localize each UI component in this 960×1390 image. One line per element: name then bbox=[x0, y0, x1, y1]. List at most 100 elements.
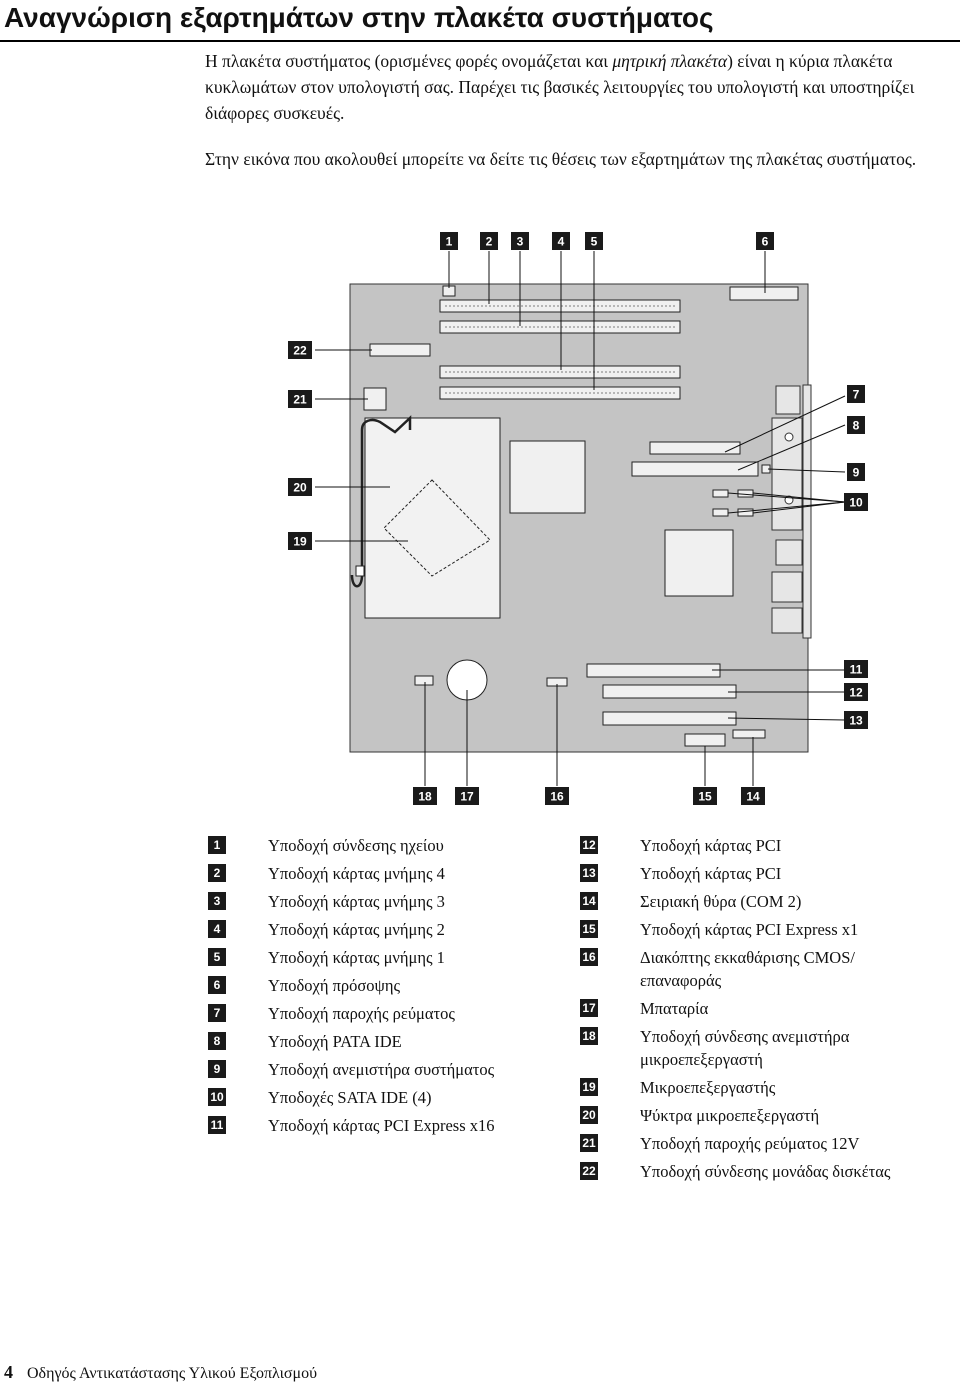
rear-port-audio bbox=[771, 607, 803, 634]
callout-badge: 19 bbox=[288, 532, 312, 550]
callout-number: 5 bbox=[591, 235, 598, 249]
legend-number-badge: 22 bbox=[580, 1162, 598, 1180]
legend-label: Υποδοχή κάρτας PCI bbox=[640, 836, 782, 855]
diskette-connector bbox=[369, 343, 431, 357]
callout-number: 4 bbox=[558, 235, 565, 249]
callout-badge: 18 bbox=[413, 787, 437, 805]
callout-number: 14 bbox=[746, 790, 760, 804]
legend-label: Υποδοχή πρόσοψης bbox=[268, 976, 401, 995]
legend-item: 17 Μπαταρία bbox=[580, 997, 910, 1020]
legend-label: Υποδοχή κάρτας μνήμης 4 bbox=[268, 864, 445, 883]
callout-number: 22 bbox=[293, 344, 307, 358]
callout-number: 20 bbox=[293, 481, 307, 495]
legend-label: Υποδοχή σύνδεσης ανεμιστήρα μικροεπεξεργ… bbox=[640, 1027, 850, 1069]
legend-label: Υποδοχή παροχής ρεύματος 12V bbox=[640, 1134, 860, 1153]
legend-label: Υποδοχή κάρτας μνήμης 1 bbox=[268, 948, 445, 967]
legend-number-badge: 2 bbox=[208, 864, 226, 882]
rear-port-power bbox=[775, 385, 801, 415]
legend-number-badge: 17 bbox=[580, 999, 598, 1017]
legend-label: Σειριακή θύρα (COM 2) bbox=[640, 892, 802, 911]
legend-label: Ψύκτρα μικροεπεξεργαστή bbox=[640, 1106, 820, 1125]
pci-slot-2 bbox=[602, 711, 737, 726]
callout-number: 21 bbox=[293, 393, 307, 407]
legend-label: Υποδοχή παροχής ρεύματος bbox=[268, 1004, 455, 1023]
legend-label: Υποδοχή κάρτας PCI Express x16 bbox=[268, 1116, 495, 1135]
intro-paragraph: Η πλακέτα συστήματος (ορισμένες φορές ον… bbox=[205, 48, 955, 126]
rear-io-strip bbox=[802, 384, 812, 639]
cpu-fan-connector bbox=[414, 675, 434, 686]
legend-number-badge: 7 bbox=[208, 1004, 226, 1022]
legend-label: Μικροεπεξεργαστής bbox=[640, 1078, 776, 1097]
title-rule bbox=[0, 40, 960, 42]
callout-number: 6 bbox=[762, 235, 769, 249]
callout-badge: 20 bbox=[288, 478, 312, 496]
callout-number: 1 bbox=[446, 235, 453, 249]
intro-text-b: ) είναι η κύρια πλακέτα κυκλωμάτων στον … bbox=[205, 51, 915, 123]
legend-label: Υποδοχή σύνδεσης μονάδας δισκέτας bbox=[640, 1162, 891, 1181]
callout-badge: 22 bbox=[288, 341, 312, 359]
legend-label: Υποδοχή σύνδεσης ηχείου bbox=[268, 836, 444, 855]
callout-number: 11 bbox=[850, 663, 863, 677]
legend-label: Μπαταρία bbox=[640, 999, 709, 1018]
figure-intro-paragraph: Στην εικόνα που ακολουθεί μπορείτε να δε… bbox=[205, 149, 917, 169]
callout-number: 17 bbox=[460, 790, 474, 804]
legend-label: Υποδοχές SATA IDE (4) bbox=[268, 1088, 432, 1107]
legend-item: 22 Υποδοχή σύνδεσης μονάδας δισκέτας bbox=[580, 1160, 910, 1183]
callout-badge: 4 bbox=[552, 232, 570, 250]
callout-number: 8 bbox=[853, 419, 860, 433]
callout-badge: 16 bbox=[545, 787, 569, 805]
sata-connector bbox=[712, 489, 729, 498]
legend-number-badge: 12 bbox=[580, 836, 598, 854]
callout-badge: 3 bbox=[511, 232, 529, 250]
callout-badge: 8 bbox=[847, 416, 865, 434]
legend-number-badge: 9 bbox=[208, 1060, 226, 1078]
legend-label: Υποδοχή κάρτας μνήμης 2 bbox=[268, 920, 445, 939]
legend-item: 8 Υποδοχή PATA IDE bbox=[208, 1030, 538, 1053]
legend-number-badge: 21 bbox=[580, 1134, 598, 1152]
legend-number-badge: 16 bbox=[580, 948, 598, 966]
legend-label: Υποδοχή ανεμιστήρα συστήματος bbox=[268, 1060, 495, 1079]
rear-port-ethernet bbox=[771, 571, 803, 603]
memory-slot-2 bbox=[439, 365, 681, 379]
power-connector-slot bbox=[649, 441, 741, 455]
legend-number-badge: 1 bbox=[208, 836, 226, 854]
callout-number: 15 bbox=[698, 790, 712, 804]
legend-number-badge: 6 bbox=[208, 976, 226, 994]
northbridge-chip bbox=[509, 440, 586, 514]
legend-item: 6 Υποδοχή πρόσοψης bbox=[208, 974, 538, 997]
legend-item: 7 Υποδοχή παροχής ρεύματος bbox=[208, 1002, 538, 1025]
legend-item: 12 Υποδοχή κάρτας PCI bbox=[580, 834, 910, 857]
callout-badge: 10 bbox=[844, 493, 868, 511]
intro-emphasis: μητρική πλακέτα bbox=[612, 51, 728, 71]
callout-badge: 1 bbox=[440, 232, 458, 250]
callout-badge: 9 bbox=[847, 463, 865, 481]
legend-number-badge: 3 bbox=[208, 892, 226, 910]
callout-number: 12 bbox=[849, 686, 863, 700]
callout-number: 18 bbox=[418, 790, 432, 804]
legend-number-badge: 8 bbox=[208, 1032, 226, 1050]
legend-item: 21 Υποδοχή παροχής ρεύματος 12V bbox=[580, 1132, 910, 1155]
legend-label: Υποδοχή κάρτας μνήμης 3 bbox=[268, 892, 445, 911]
intro-text-a: Η πλακέτα συστήματος (ορισμένες φορές ον… bbox=[205, 51, 613, 71]
sata-connector bbox=[712, 508, 729, 517]
legend-item: 18 Υποδοχή σύνδεσης ανεμιστήρα μικροεπεξε… bbox=[580, 1025, 910, 1071]
legend-label: Υποδοχή κάρτας PCI bbox=[640, 864, 782, 883]
legend-item: 1 Υποδοχή σύνδεσης ηχείου bbox=[208, 834, 538, 857]
legend-number-badge: 18 bbox=[580, 1027, 598, 1045]
callout-number: 3 bbox=[517, 235, 524, 249]
legend-item: 2 Υποδοχή κάρτας μνήμης 4 bbox=[208, 862, 538, 885]
footer-title: Οδηγός Αντικατάστασης Υλικού Εξοπλισμού bbox=[27, 1365, 318, 1382]
southbridge-chip bbox=[664, 529, 734, 597]
legend-label: Υποδοχή PATA IDE bbox=[268, 1032, 402, 1051]
legend-item: 3 Υποδοχή κάρτας μνήμης 3 bbox=[208, 890, 538, 913]
callout-badge: 17 bbox=[455, 787, 479, 805]
legend-number-badge: 14 bbox=[580, 892, 598, 910]
callout-badge: 21 bbox=[288, 390, 312, 408]
